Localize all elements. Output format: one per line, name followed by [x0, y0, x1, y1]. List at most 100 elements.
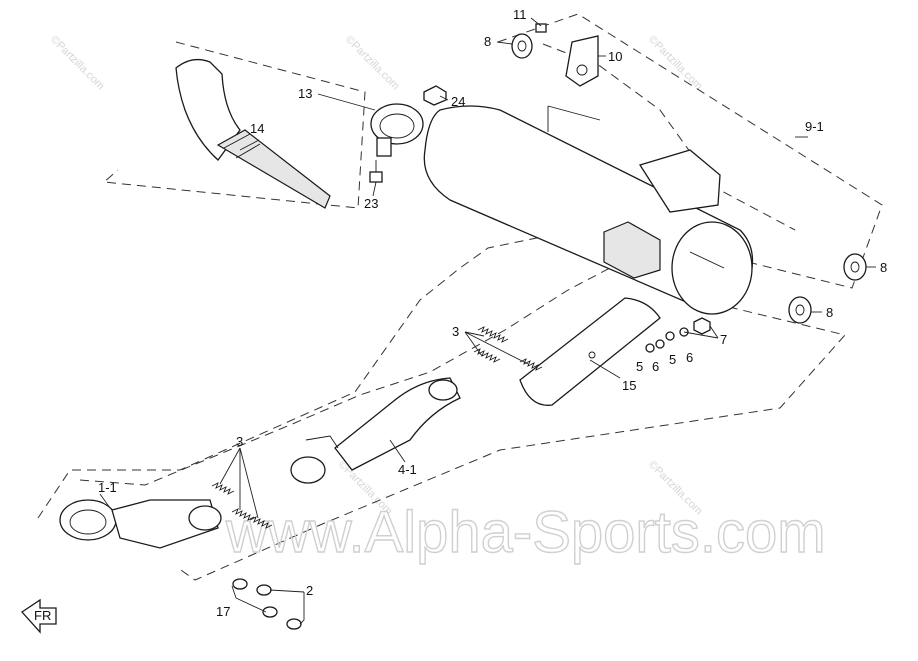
watermark-small-3: ©Partzilla.com	[646, 34, 705, 93]
callout-5-b: 5	[669, 352, 676, 367]
outline-front-pipe	[102, 41, 366, 209]
grommets-8	[511, 33, 867, 324]
hardware-5-6-7	[645, 317, 711, 353]
callout-11: 11	[513, 7, 527, 22]
front-pipe-ring	[223, 133, 261, 159]
mid-pipe-inlet	[428, 379, 458, 401]
leader-2	[269, 589, 305, 625]
grommet-8-top	[511, 33, 533, 59]
callout-5-a: 5	[636, 359, 643, 374]
washer-6a	[655, 339, 665, 349]
grommet-8-right-lower	[788, 296, 812, 324]
muffler-end-cap	[671, 221, 753, 315]
watermark-main: www.Alpha-Sports.com	[225, 500, 826, 565]
spring-3-lower-a	[211, 482, 235, 495]
leader-17	[231, 585, 267, 613]
leader-1-1	[99, 493, 111, 509]
bracket-10	[565, 35, 599, 87]
washer-5b	[665, 331, 675, 341]
washer-5a	[645, 343, 655, 353]
clamp-tab	[376, 137, 392, 157]
leader-8-top	[496, 41, 513, 45]
spring-3-upper-b	[473, 348, 501, 363]
grommet-8-right-upper-hole	[850, 261, 860, 273]
muffler-9-1	[423, 105, 754, 315]
callout-14: 14	[250, 121, 264, 136]
outline-muffler	[37, 13, 883, 519]
callout-8-right-lower: 8	[826, 305, 833, 320]
leader-15	[589, 359, 621, 379]
callout-17: 17	[216, 604, 230, 619]
leader-3-lower	[219, 447, 259, 519]
callout-labels: 11 8 10 13 24 14 23 9-1 8 8 7 6 5 6 5 15…	[98, 7, 887, 619]
springs-3-upper	[473, 326, 543, 371]
callout-4-1: 4-1	[398, 462, 417, 477]
hardware-2-17	[232, 578, 302, 630]
muffler-mount-bracket	[603, 221, 661, 279]
washer-17a	[232, 578, 248, 590]
header-pipe-1-1	[59, 499, 222, 549]
nut-2a	[256, 584, 272, 596]
heat-shield-15	[519, 297, 661, 406]
heat-shield-plate	[519, 297, 661, 406]
grommet-8-right-upper	[843, 253, 867, 281]
callout-3-lower: 3	[236, 434, 243, 449]
nut-24-shape	[423, 85, 447, 106]
leader-13	[317, 93, 376, 111]
callout-24: 24	[451, 94, 465, 109]
clamp-ring-inner	[379, 113, 415, 139]
leader-4-1	[389, 439, 406, 463]
nut-24	[423, 85, 447, 106]
callout-1-1: 1-1	[98, 480, 117, 495]
bolt-11-head	[535, 23, 547, 33]
callout-10: 10	[608, 49, 622, 64]
spring-3-upper-a	[477, 326, 509, 343]
front-pipe-cone	[216, 129, 331, 209]
watermark-small-1: ©Partzilla.com	[48, 34, 107, 93]
spring-3-upper-c	[519, 358, 543, 371]
callout-8-top: 8	[484, 34, 491, 49]
front-arrow-label: FR	[34, 608, 51, 623]
callout-6-a: 6	[652, 359, 659, 374]
bolt-23-head	[369, 171, 383, 183]
front-pipe-body	[175, 58, 241, 161]
bolt-23	[369, 160, 383, 183]
mid-pipe-outlet	[290, 456, 326, 484]
mid-pipe-4-1	[290, 377, 461, 484]
bracket-10-hole	[576, 64, 588, 76]
front-pipe-14	[175, 58, 331, 209]
leader-14	[239, 139, 260, 151]
mid-pipe-flange	[305, 435, 339, 449]
callout-13: 13	[298, 86, 312, 101]
outline-lower-pipe	[79, 267, 846, 581]
heat-shield-hole	[588, 351, 596, 359]
grommet-8-right-lower-hole	[795, 304, 805, 316]
bracket-10-shape	[565, 35, 599, 87]
grommet-8-top-hole	[517, 40, 527, 52]
leader-24	[439, 95, 449, 101]
spring-3-lower-c	[249, 516, 273, 529]
callout-7: 7	[720, 332, 727, 347]
assembly-outlines	[37, 13, 883, 581]
washer-17b	[262, 606, 278, 618]
muffler-heat-guard	[638, 149, 721, 213]
leader-23	[372, 181, 377, 197]
header-flange-inner	[69, 509, 107, 535]
callout-2: 2	[306, 583, 313, 598]
mid-pipe-body	[334, 377, 461, 471]
springs-3-lower	[211, 482, 273, 529]
front-arrow-shape	[21, 598, 57, 634]
callout-9-1: 9-1	[805, 119, 824, 134]
nut-7	[693, 317, 711, 335]
callout-8-right-upper: 8	[880, 260, 887, 275]
muffler-breather-tube	[547, 105, 601, 132]
muffler-tailpipe	[689, 251, 725, 269]
leader-7	[683, 325, 719, 339]
callout-23: 23	[364, 196, 378, 211]
outline-bracket-group	[542, 43, 796, 231]
leader-11	[530, 17, 542, 27]
spring-3-lower-b	[231, 508, 255, 521]
callout-3-upper: 3	[452, 324, 459, 339]
watermark-small-2: ©Partzilla.com	[343, 34, 402, 93]
